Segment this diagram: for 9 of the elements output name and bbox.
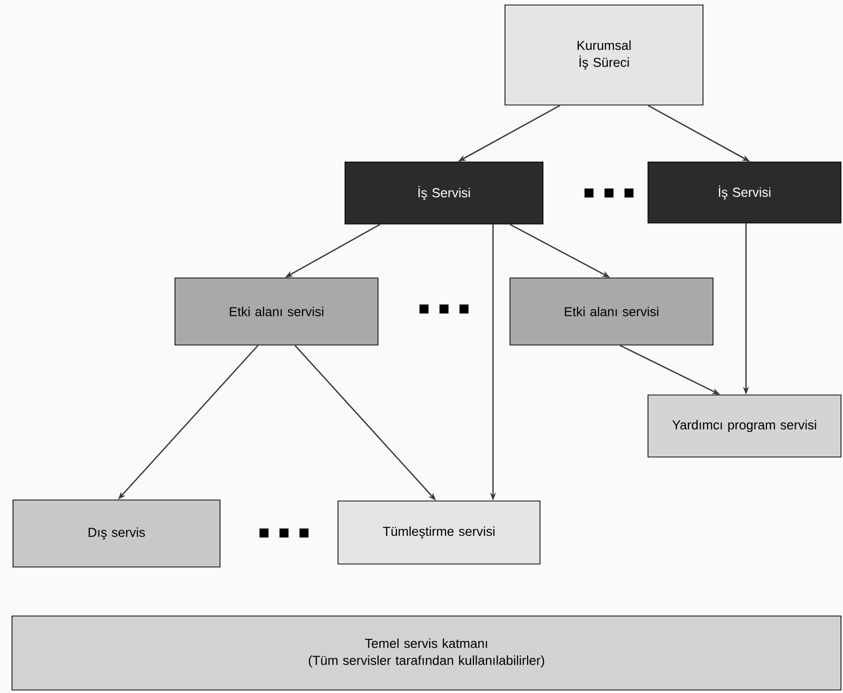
service-box: İş Servisi xyxy=(648,162,842,224)
service-box: İş Servisi xyxy=(344,162,544,224)
service-box: Yardımcı program servisi xyxy=(648,394,842,458)
service-box: Dış servis xyxy=(12,500,220,568)
process-box: Kurumsal İş Süreci xyxy=(504,4,704,106)
service-box: Tümleştirme servisi xyxy=(338,500,540,564)
service-box: Etki alanı servisi xyxy=(174,278,378,346)
layer-bar: Temel servis katmanı (Tüm servisler tarafından kullanılabilirler) xyxy=(12,616,842,690)
service-box: Etki alanı servisi xyxy=(510,278,714,346)
